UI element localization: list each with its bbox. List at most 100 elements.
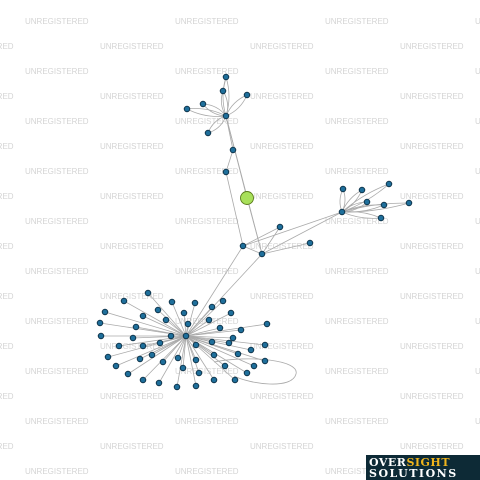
graph-edge <box>186 108 227 117</box>
graph-node[interactable] <box>183 105 191 113</box>
graph-node[interactable] <box>237 326 245 334</box>
graph-node[interactable] <box>222 168 230 176</box>
graph-node[interactable] <box>363 198 371 206</box>
graph-node[interactable] <box>136 355 144 363</box>
graph-node[interactable] <box>148 351 156 359</box>
graph-node[interactable] <box>231 376 239 384</box>
graph-node[interactable] <box>219 297 227 305</box>
graph-edge <box>185 335 234 339</box>
graph-node[interactable] <box>210 376 218 384</box>
graph-edge <box>142 335 187 381</box>
graph-node[interactable] <box>179 364 187 372</box>
graph-edge <box>225 149 234 173</box>
graph-node[interactable] <box>155 379 163 387</box>
graph-node[interactable] <box>225 339 233 347</box>
watermark-text: UNREGISTERED <box>100 142 164 151</box>
graph-node[interactable] <box>385 180 393 188</box>
graph-node[interactable] <box>229 334 237 342</box>
watermark-text: UNREGISTERED <box>25 17 89 26</box>
graph-node[interactable] <box>154 306 162 314</box>
graph-node[interactable] <box>261 341 269 349</box>
node-layer <box>96 73 413 391</box>
graph-node[interactable] <box>168 298 176 306</box>
focus-entity-node[interactable] <box>240 191 254 205</box>
graph-node[interactable] <box>199 100 207 108</box>
graph-node[interactable] <box>208 303 216 311</box>
graph-node[interactable] <box>258 250 266 258</box>
graph-node[interactable] <box>338 208 346 216</box>
graph-node[interactable] <box>195 369 203 377</box>
graph-edge <box>139 335 187 360</box>
watermark-text: UNREGISTERED <box>0 442 14 451</box>
graph-node[interactable] <box>210 351 218 359</box>
watermark-text: UNREGISTERED <box>175 267 239 276</box>
graph-node[interactable] <box>234 350 242 358</box>
graph-node[interactable] <box>180 309 188 317</box>
watermark-text: UNREGISTERED <box>325 467 389 476</box>
graph-node[interactable] <box>144 289 152 297</box>
graph-node[interactable] <box>167 332 175 340</box>
graph-node[interactable] <box>204 129 212 137</box>
graph-node[interactable] <box>208 338 216 346</box>
graph-node[interactable] <box>192 341 200 349</box>
graph-node[interactable] <box>261 357 269 365</box>
graph-node[interactable] <box>192 382 200 390</box>
graph-node[interactable] <box>243 91 251 99</box>
graph-node[interactable] <box>162 316 170 324</box>
graph-node[interactable] <box>191 299 199 307</box>
graph-node[interactable] <box>306 239 314 247</box>
graph-node[interactable] <box>184 320 192 328</box>
graph-node[interactable] <box>139 342 147 350</box>
graph-node[interactable] <box>380 201 388 209</box>
graph-node[interactable] <box>227 309 235 317</box>
graph-node[interactable] <box>139 312 147 320</box>
graph-node[interactable] <box>112 362 120 370</box>
graph-edge <box>185 300 224 337</box>
graph-node[interactable] <box>276 223 284 231</box>
graph-edge <box>185 329 242 337</box>
graph-node[interactable] <box>104 353 112 361</box>
edge-layer <box>99 76 410 388</box>
graph-node[interactable] <box>192 356 200 364</box>
graph-node[interactable] <box>243 369 251 377</box>
graph-edge <box>242 245 263 255</box>
graph-edge <box>104 311 187 337</box>
graph-node[interactable] <box>124 370 132 378</box>
graph-node[interactable] <box>216 324 224 332</box>
graph-node[interactable] <box>219 87 227 95</box>
graph-node[interactable] <box>222 73 230 81</box>
graph-node[interactable] <box>247 346 255 354</box>
watermark-text: UNREGISTERED <box>100 242 164 251</box>
graph-node[interactable] <box>132 323 140 331</box>
graph-node[interactable] <box>239 242 247 250</box>
graph-node[interactable] <box>250 362 258 370</box>
graph-node[interactable] <box>358 186 366 194</box>
graph-node[interactable] <box>263 320 271 328</box>
graph-node[interactable] <box>173 383 181 391</box>
graph-node[interactable] <box>205 316 213 324</box>
graph-node[interactable] <box>229 146 237 154</box>
graph-node[interactable] <box>222 112 230 120</box>
graph-edge <box>225 115 263 255</box>
graph-node[interactable] <box>174 354 182 362</box>
graph-node[interactable] <box>120 297 128 305</box>
graph-node[interactable] <box>182 332 190 340</box>
graph-node[interactable] <box>115 342 123 350</box>
graph-node[interactable] <box>156 339 164 347</box>
graph-node[interactable] <box>96 319 104 327</box>
graph-node[interactable] <box>101 308 109 316</box>
graph-edge <box>341 202 410 213</box>
graph-node[interactable] <box>159 358 167 366</box>
logo-text-solutions: SOLUTIONS <box>369 467 458 480</box>
watermark-text: UNREGISTERED <box>100 442 164 451</box>
watermark-text: UNREGISTERED <box>475 367 480 376</box>
graph-edge <box>165 319 187 337</box>
graph-node[interactable] <box>97 332 105 340</box>
graph-node[interactable] <box>139 376 147 384</box>
graph-node[interactable] <box>405 199 413 207</box>
graph-node[interactable] <box>221 362 229 370</box>
oversight-solutions-logo: OVERSIGHT SOLUTIONS <box>366 455 480 480</box>
graph-node[interactable] <box>339 185 347 193</box>
graph-node[interactable] <box>377 214 385 222</box>
graph-node[interactable] <box>129 334 137 342</box>
